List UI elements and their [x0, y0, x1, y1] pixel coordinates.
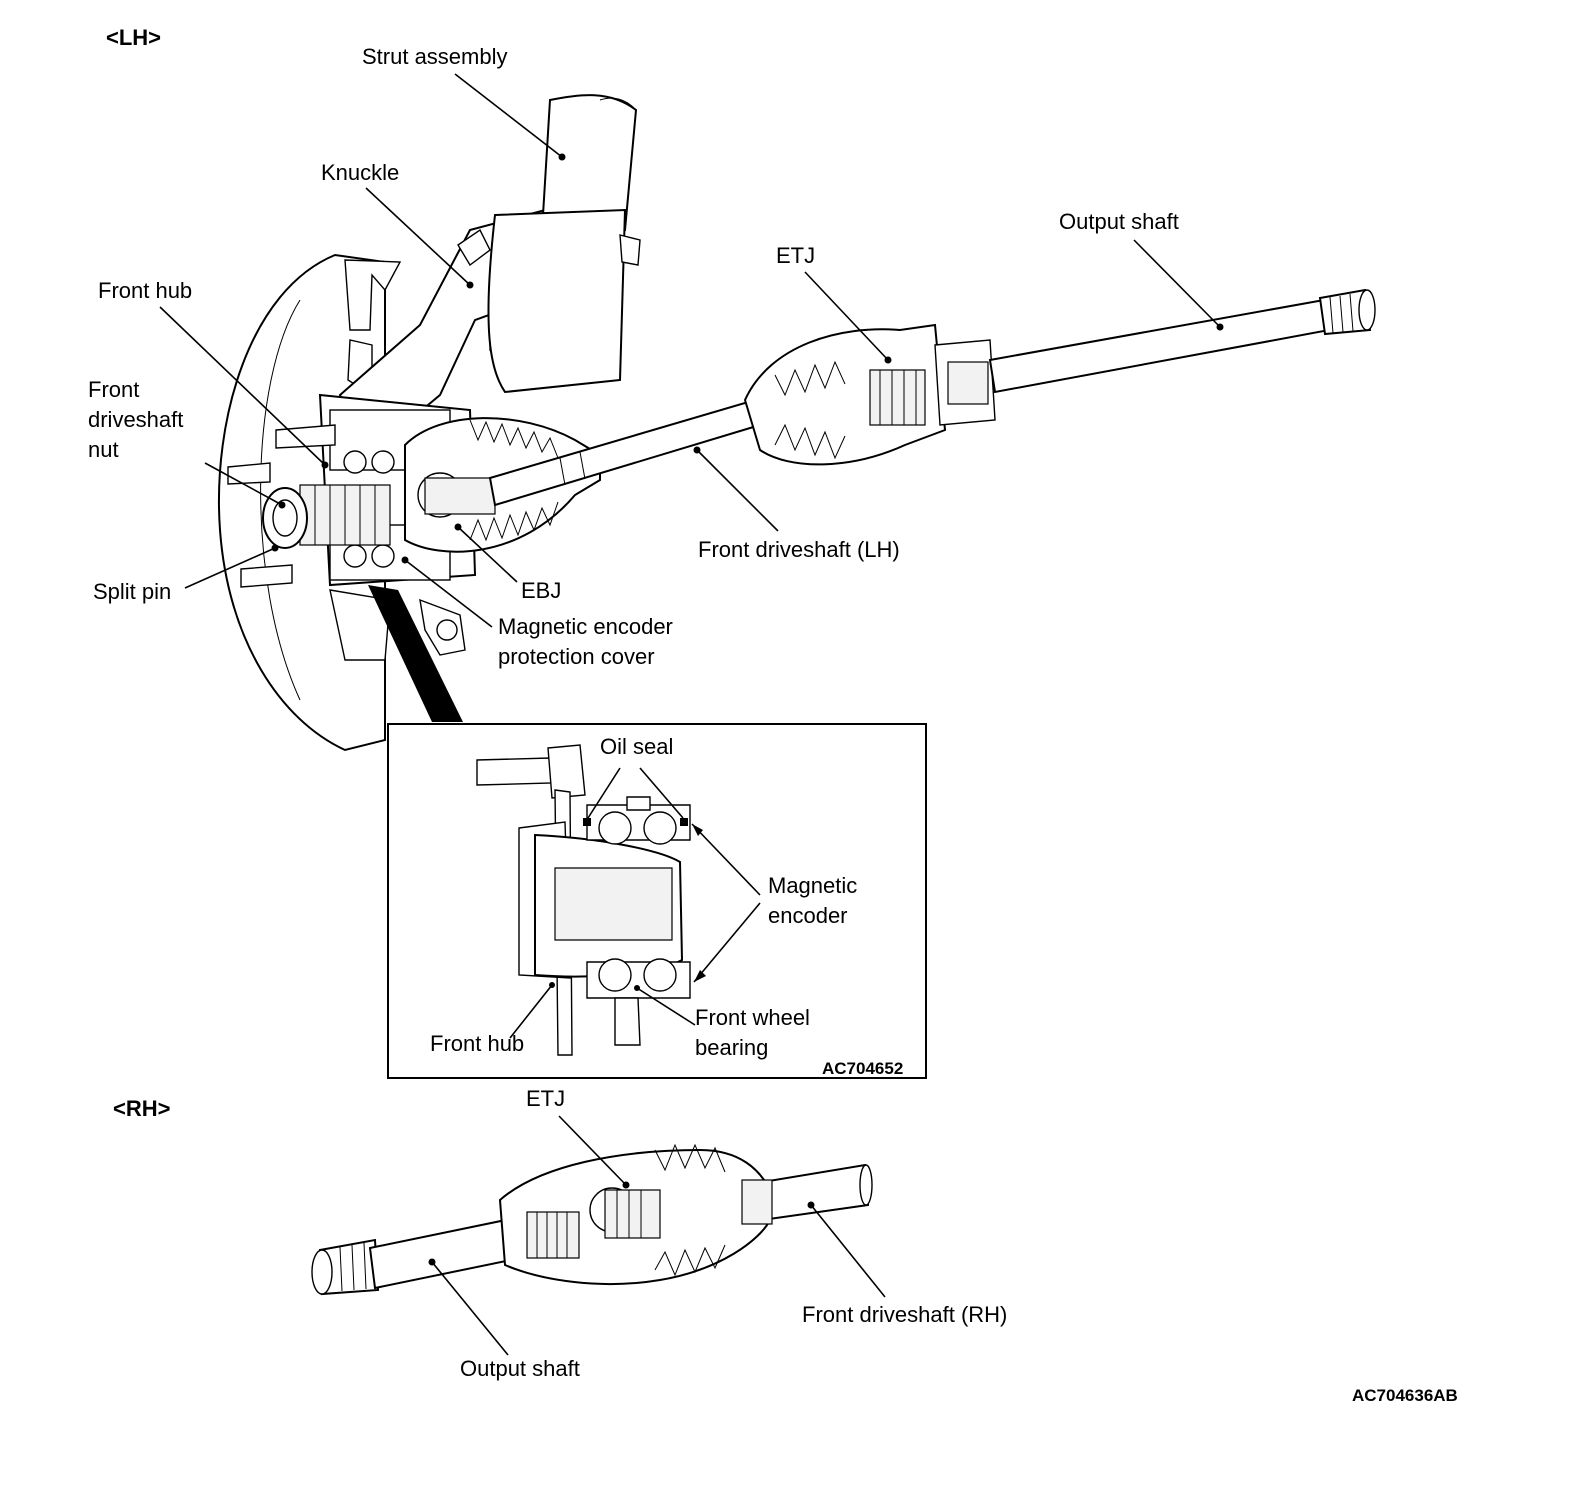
label-magnetic-encoder-protection-cover-2: protection cover — [498, 644, 655, 669]
label-split-pin: Split pin — [93, 579, 171, 604]
label-front-hub: Front hub — [98, 278, 192, 303]
detail-label-magnetic-encoder-2: encoder — [768, 903, 848, 928]
lh-assembly-drawing — [218, 94, 1376, 752]
detail-inset — [387, 723, 927, 1079]
rh-heading: <RH> — [113, 1096, 170, 1121]
detail-code: AC704652 — [822, 1059, 903, 1078]
lh-leader-lines — [159, 73, 1224, 628]
label-front-driveshaft-lh: Front driveshaft (LH) — [698, 537, 900, 562]
detail-label-front-hub: Front hub — [430, 1031, 524, 1056]
label-front-driveshaft-nut-2: driveshaft — [88, 407, 183, 432]
label-knuckle: Knuckle — [321, 160, 399, 185]
detail-label-front-wheel-bearing-2: bearing — [695, 1035, 768, 1060]
label-output-shaft-lh: Output shaft — [1059, 209, 1179, 234]
label-ebj: EBJ — [521, 578, 561, 603]
label-etj-lh: ETJ — [776, 243, 815, 268]
figure-code: AC704636AB — [1352, 1386, 1458, 1405]
detail-label-oil-seal: Oil seal — [600, 734, 673, 759]
detail-label-magnetic-encoder-1: Magnetic — [768, 873, 857, 898]
label-etj-rh: ETJ — [526, 1086, 565, 1111]
detail-label-front-wheel-bearing-1: Front wheel — [695, 1005, 810, 1030]
label-output-shaft-rh: Output shaft — [460, 1356, 580, 1381]
detail-pointer — [368, 585, 463, 722]
label-front-driveshaft-rh: Front driveshaft (RH) — [802, 1302, 1007, 1327]
rh-leader-lines — [428, 1115, 886, 1356]
rh-assembly-drawing — [311, 1143, 873, 1296]
label-magnetic-encoder-protection-cover-1: Magnetic encoder — [498, 614, 673, 639]
label-front-driveshaft-nut-3: nut — [88, 437, 119, 462]
label-front-driveshaft-nut-1: Front — [88, 377, 139, 402]
label-strut-assembly: Strut assembly — [362, 44, 508, 69]
lh-heading: <LH> — [106, 25, 161, 50]
